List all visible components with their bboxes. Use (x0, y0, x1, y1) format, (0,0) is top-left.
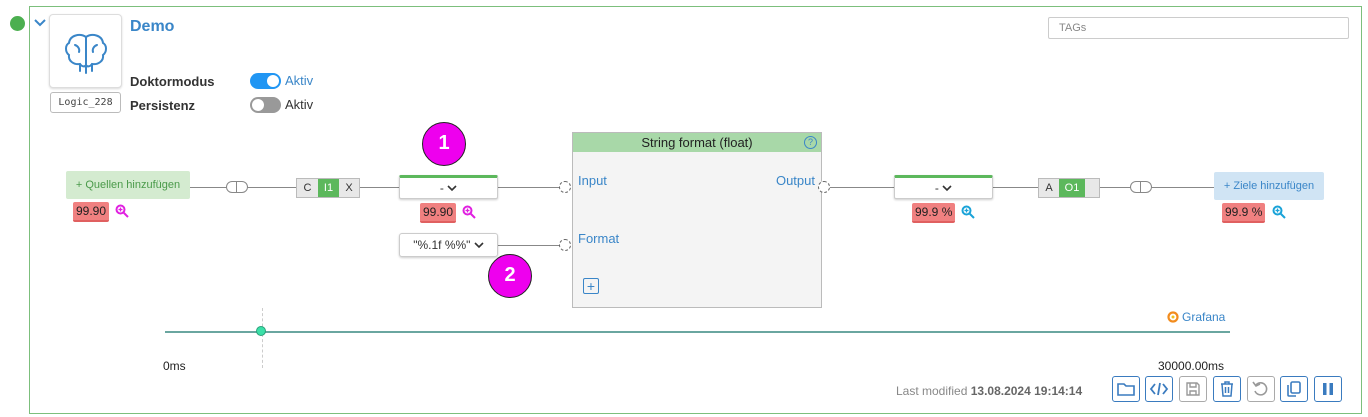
persistenz-state: Aktiv (285, 97, 314, 112)
zoom-icon[interactable] (1272, 205, 1286, 219)
format-dropdown-label: "%.1f %%" (413, 238, 474, 252)
chip-line (360, 187, 400, 188)
output-line-2 (992, 187, 1038, 188)
node-input-label: Input (578, 173, 607, 188)
trash-icon (1221, 381, 1233, 397)
string-format-node[interactable]: String format (float) ? Input Format Out… (572, 132, 822, 308)
node-title: String format (float) (641, 135, 753, 150)
source-connector-icon (226, 181, 248, 193)
chevron-down-icon (447, 185, 457, 192)
copy-button[interactable] (1280, 376, 1308, 402)
output-value: 99.9 % (912, 203, 956, 223)
zoom-icon[interactable] (115, 204, 129, 218)
pause-icon (1323, 383, 1333, 395)
format-dropdown[interactable]: "%.1f %%" (399, 233, 498, 257)
grafana-link[interactable]: Grafana (1167, 310, 1225, 324)
format-line (498, 245, 560, 246)
step-badge-1: 1 (422, 122, 466, 166)
node-output-label: Output (775, 173, 815, 188)
save-button[interactable] (1179, 376, 1207, 402)
last-modified-value: 13.08.2024 19:14:14 (970, 384, 1083, 398)
source-value: 99.90 (73, 202, 110, 222)
logic-id: Logic_228 (50, 92, 121, 113)
input-port[interactable] (559, 181, 571, 193)
target-value: 99.9 % (1222, 203, 1266, 223)
code-icon (1149, 382, 1169, 396)
folder-icon (1117, 383, 1135, 396)
timeline-start-label: 0ms (163, 359, 186, 373)
delete-button[interactable] (1213, 376, 1241, 402)
add-sources-button[interactable]: + Quellen hinzufügen (66, 171, 190, 199)
input-value: 99.90 (420, 203, 457, 223)
input-line (498, 187, 560, 188)
persistenz-label: Persistenz (130, 98, 196, 113)
format-port[interactable] (559, 239, 571, 251)
save-icon (1186, 382, 1200, 396)
doktormodus-toggle[interactable] (250, 73, 281, 89)
output-port[interactable] (818, 181, 830, 193)
timeline-track[interactable] (165, 331, 1230, 333)
chip-o1: O1 (1059, 179, 1085, 197)
logic-panel (29, 6, 1362, 414)
node-format-label: Format (578, 231, 620, 246)
page-title: Demo (130, 18, 175, 35)
brain-icon (65, 34, 107, 74)
add-targets-button[interactable]: + Ziele hinzufügen (1214, 172, 1324, 200)
target-connector-icon (1130, 181, 1152, 193)
chip-x[interactable]: X (345, 182, 353, 194)
last-modified-prefix: Last modified (896, 384, 971, 398)
persistenz-toggle[interactable] (250, 97, 281, 113)
target-chip[interactable]: A O1 (1038, 178, 1100, 198)
logic-logo[interactable] (49, 14, 122, 88)
add-input-button[interactable]: + (583, 278, 599, 294)
chip-c: C (303, 182, 312, 194)
status-dot (10, 16, 25, 31)
undo-icon (1252, 381, 1268, 396)
grafana-label: Grafana (1182, 310, 1226, 324)
node-header: String format (float) ? (573, 133, 821, 152)
undo-button[interactable] (1247, 376, 1275, 402)
code-button[interactable] (1145, 376, 1173, 402)
pause-button[interactable] (1314, 376, 1342, 402)
chip-a: A (1045, 182, 1053, 194)
target-line (1100, 187, 1214, 188)
copy-icon (1287, 381, 1301, 397)
chevron-down-icon (474, 242, 484, 249)
timeline-cursor-line (262, 308, 263, 368)
chip-empty (1085, 179, 1099, 197)
output-dropdown-label: - (934, 181, 943, 195)
open-folder-button[interactable] (1112, 376, 1140, 402)
doktormodus-state: Aktiv (285, 73, 314, 88)
output-line (830, 187, 894, 188)
help-icon[interactable]: ? (804, 136, 817, 149)
tags-input[interactable]: TAGs (1048, 17, 1349, 39)
collapse-chevron-icon[interactable] (33, 16, 47, 30)
zoom-icon[interactable] (961, 205, 975, 219)
grafana-icon (1167, 311, 1179, 323)
input-dropdown[interactable]: - (399, 175, 498, 199)
source-chip[interactable]: C I1 X (296, 178, 360, 198)
timeline-end-label: 30000.00ms (1158, 359, 1225, 373)
input-dropdown-label: - (439, 181, 448, 195)
last-modified: Last modified 13.08.2024 19:14:14 (896, 384, 1082, 398)
doktormodus-label: Doktormodus (130, 74, 215, 89)
chevron-down-icon (942, 185, 952, 192)
step-badge-2: 2 (488, 254, 532, 298)
chip-i1: I1 (318, 179, 339, 197)
output-dropdown[interactable]: - (894, 175, 993, 199)
timeline-handle[interactable] (255, 326, 266, 336)
zoom-icon[interactable] (462, 205, 476, 219)
